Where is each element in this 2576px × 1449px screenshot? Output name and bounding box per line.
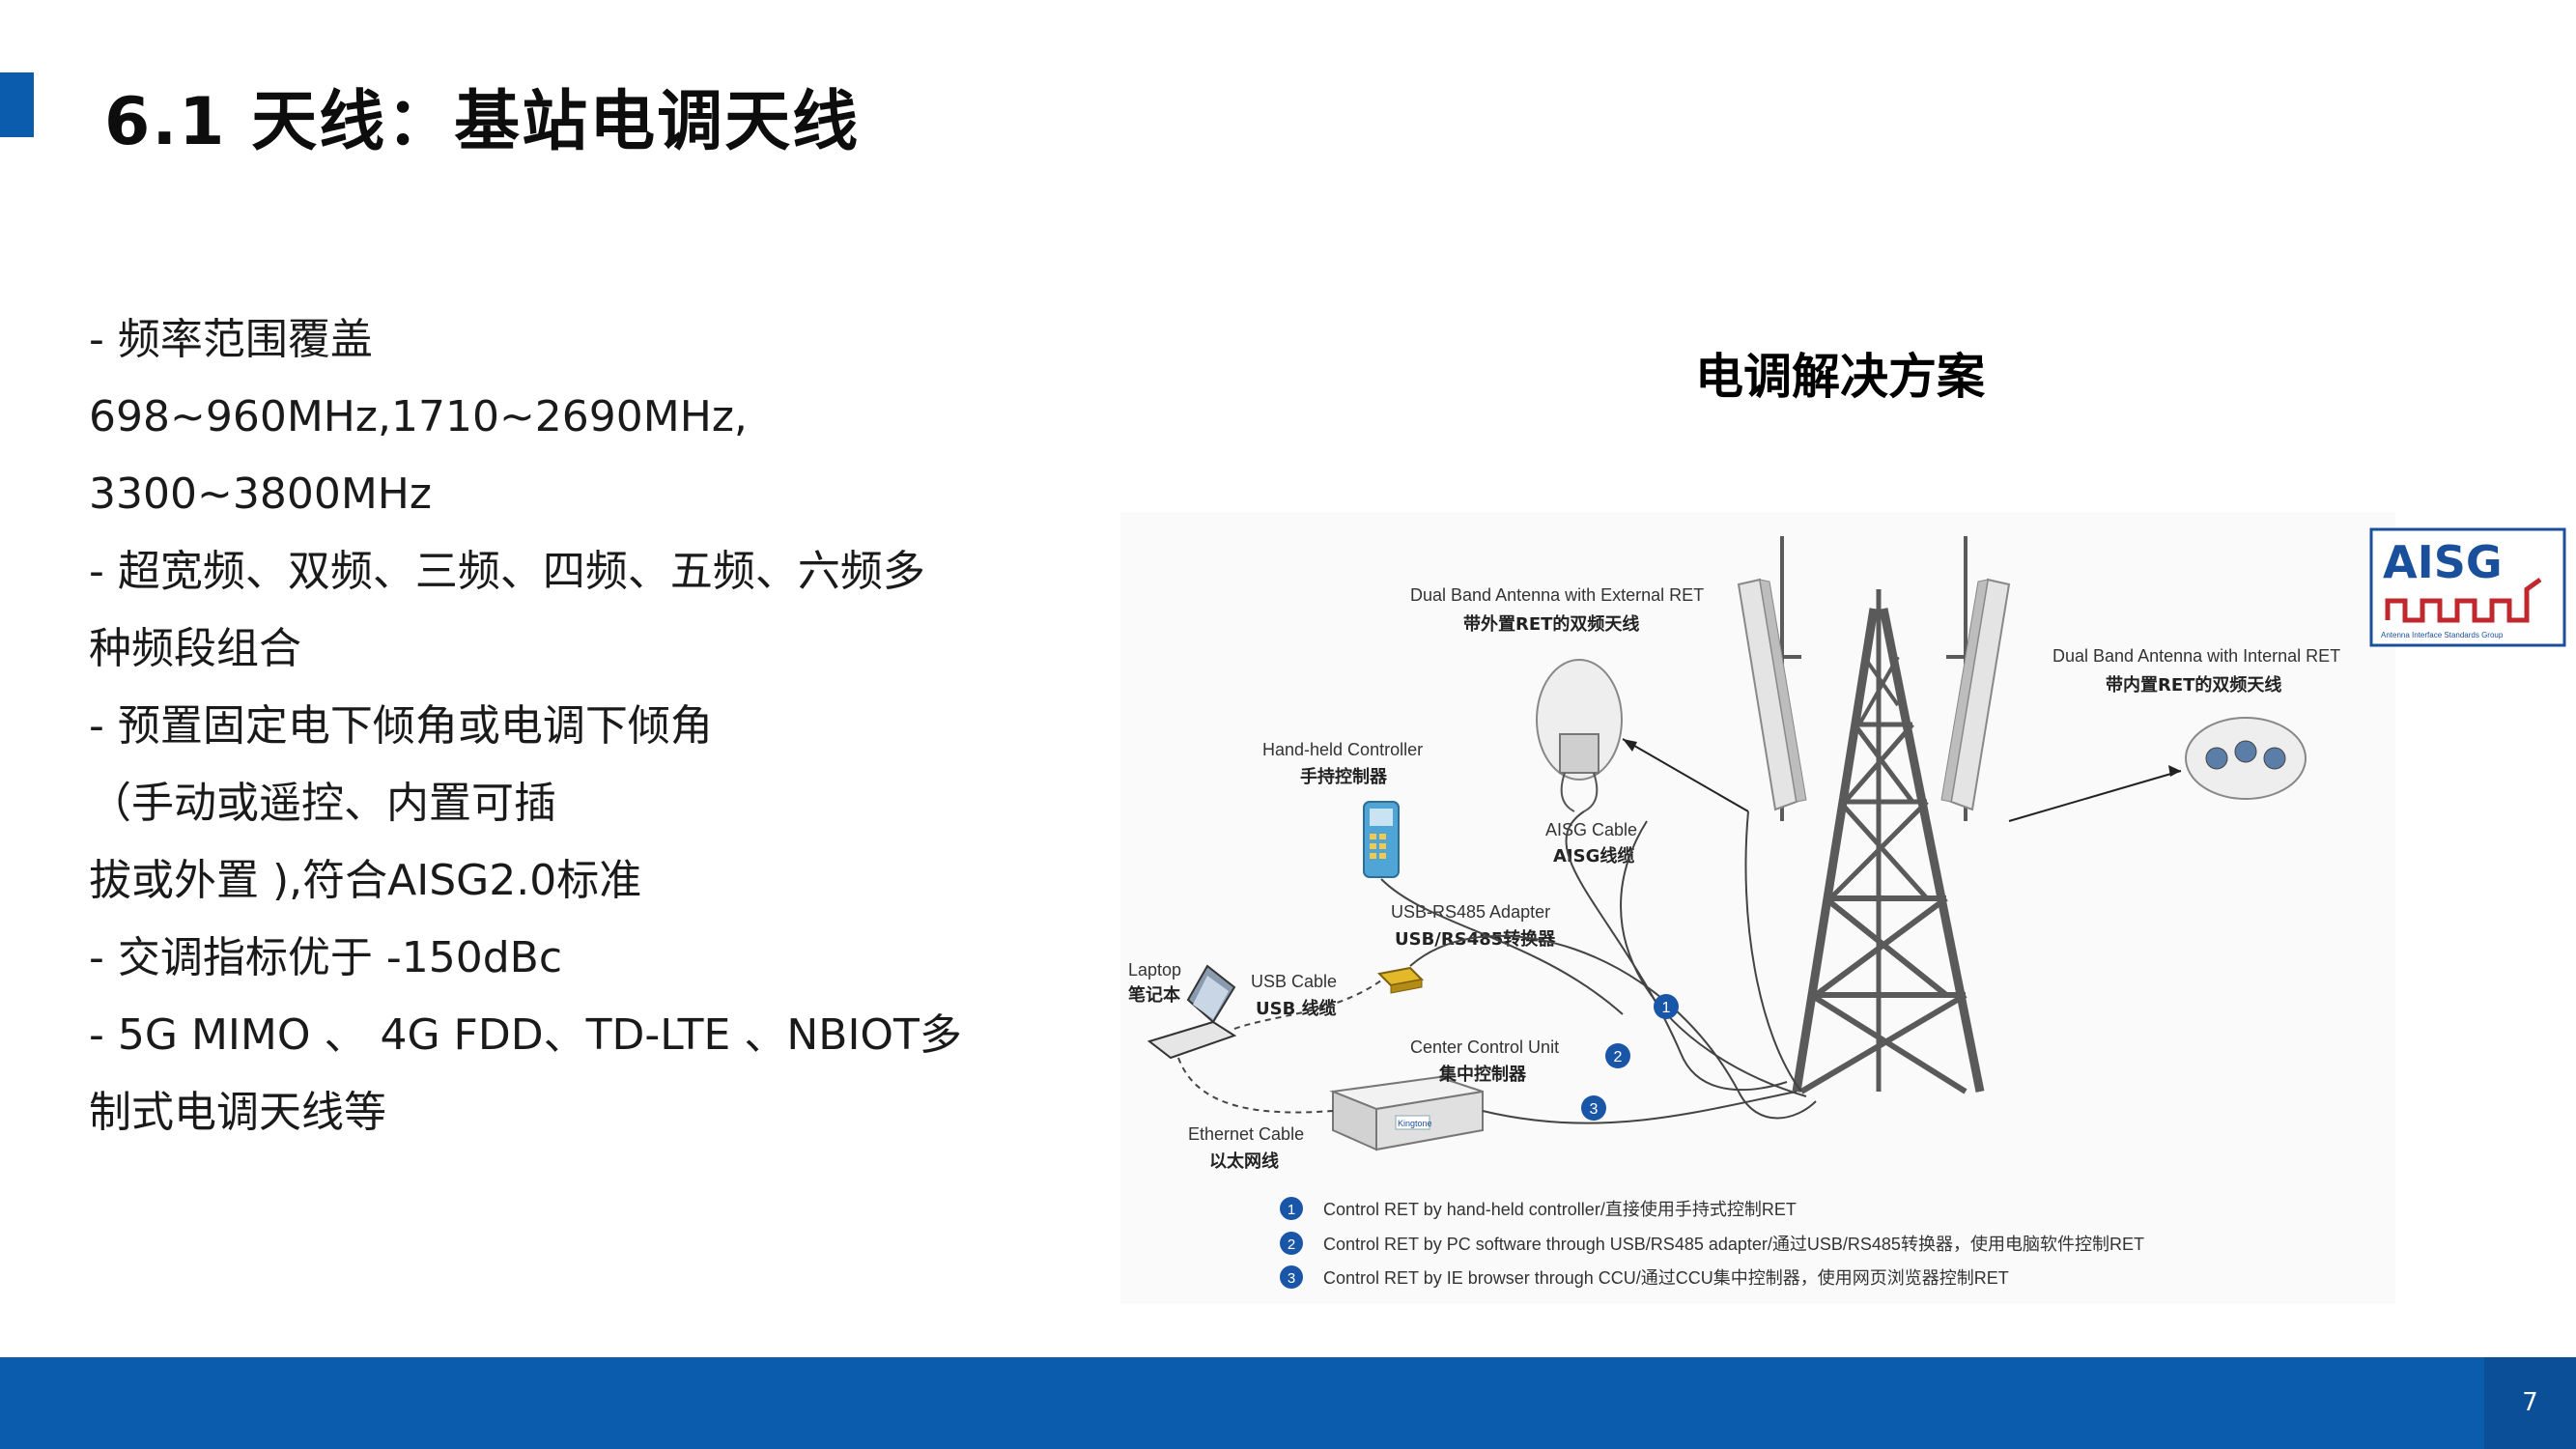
internal-ret-label-en: Dual Band Antenna with Internal RET bbox=[2052, 646, 2340, 666]
footer-bar bbox=[0, 1357, 2576, 1449]
aisg-logo-text: AISG bbox=[2383, 536, 2503, 588]
bullet-line: 3300~3800MHz bbox=[89, 469, 432, 519]
external-ret-label-cn: 带外置RET的双频天线 bbox=[1463, 613, 1639, 635]
ethernet-label-cn: 以太网线 bbox=[1209, 1151, 1279, 1172]
bullet-line: - 预置固定电下倾角或电调下倾角 bbox=[89, 701, 713, 751]
svg-text:3: 3 bbox=[1288, 1270, 1295, 1287]
ccu-label-cn: 集中控制器 bbox=[1438, 1064, 1527, 1085]
usb-rs485-label-cn: USB/RS485转换器 bbox=[1395, 928, 1556, 950]
antenna-panel-right bbox=[1940, 578, 2011, 811]
ethernet-label-en: Ethernet Cable bbox=[1188, 1124, 1304, 1144]
bullet-line: （手动或遥控、内置可插 bbox=[89, 779, 556, 828]
internal-ret-antenna bbox=[2185, 717, 2307, 800]
usb-cable-label-cn: USB 线缆 bbox=[1256, 998, 1337, 1019]
legend-text: Control RET by PC software through USB/R… bbox=[1323, 1235, 2144, 1254]
laptop-icon bbox=[1146, 964, 1237, 1060]
bullet-line: - 5G MIMO 、 4G FDD、TD-LTE 、NBIOT多 bbox=[89, 1010, 962, 1060]
cables bbox=[1177, 810, 1817, 1124]
slide-title: 6.1 天线：基站电调天线 bbox=[104, 84, 861, 160]
usb-rs485-adapter-icon bbox=[1376, 966, 1425, 994]
handheld-controller-icon bbox=[1363, 801, 1400, 878]
ccu-label-en: Center Control Unit bbox=[1410, 1037, 1559, 1057]
svg-text:2: 2 bbox=[1614, 1049, 1623, 1065]
aisg-cable-label-cn: AISG线缆 bbox=[1553, 845, 1634, 867]
svg-text:1: 1 bbox=[1662, 1000, 1671, 1016]
bullet-line: - 频率范围覆盖 bbox=[89, 315, 373, 364]
legend-item: 2 Control RET by PC software through USB… bbox=[1280, 1232, 2144, 1255]
aisg-cable-label-en: AISG Cable bbox=[1545, 820, 1637, 839]
internal-ret-label-cn: 带内置RET的双频天线 bbox=[2106, 674, 2281, 696]
aisg-logo: AISG Antenna Interface Standards Group bbox=[2369, 527, 2566, 647]
external-ret-label-en: Dual Band Antenna with External RET bbox=[1410, 585, 1704, 605]
bullet-list: - 频率范围覆盖 698~960MHz,1710~2690MHz, 3300~3… bbox=[89, 301, 1016, 1151]
tower-illustration bbox=[1763, 536, 1985, 1094]
handheld-label-cn: 手持控制器 bbox=[1300, 766, 1388, 787]
bullet-line: 拔或外置 ),符合AISG2.0标准 bbox=[89, 856, 642, 905]
usb-cable-label-en: USB Cable bbox=[1251, 972, 1337, 991]
marker-3: 3 bbox=[1581, 1095, 1606, 1121]
bullet-line: - 交调指标优于 -150dBc bbox=[89, 933, 563, 982]
legend-text: Control RET by hand-held controller/直接使用… bbox=[1323, 1200, 1797, 1219]
legend-item: 3 Control RET by IE browser through CCU/… bbox=[1280, 1265, 2009, 1289]
arrow-internal-ret bbox=[2008, 770, 2182, 822]
bullet-line: 698~960MHz,1710~2690MHz, bbox=[89, 392, 748, 441]
external-ret-antenna bbox=[1536, 659, 1623, 812]
bullet-line: - 超宽频、双频、三频、四频、五频、六频多 bbox=[89, 547, 925, 596]
laptop-label-en: Laptop bbox=[1128, 960, 1181, 980]
svg-text:1: 1 bbox=[1288, 1202, 1295, 1218]
arrow-external-ret bbox=[1622, 738, 1749, 812]
title-accent-bar bbox=[0, 72, 34, 137]
diagram-title: 电调解决方案 bbox=[1695, 349, 1985, 405]
page-number: 7 bbox=[2484, 1357, 2576, 1449]
marker-1: 1 bbox=[1654, 994, 1679, 1019]
ccu-device-icon: Kingtone bbox=[1329, 1075, 1484, 1151]
ccu-brand-text: Kingtone bbox=[1398, 1119, 1432, 1128]
laptop-label-cn: 笔记本 bbox=[1128, 984, 1180, 1006]
antenna-panel-left bbox=[1737, 578, 1807, 811]
legend: 1 Control RET by hand-held controller/直接… bbox=[1280, 1197, 2144, 1289]
aisg-logo-subtext: Antenna Interface Standards Group bbox=[2381, 631, 2504, 639]
legend-text: Control RET by IE browser through CCU/通过… bbox=[1323, 1268, 2009, 1288]
bullet-line: 制式电调天线等 bbox=[89, 1088, 386, 1137]
marker-2: 2 bbox=[1605, 1043, 1630, 1068]
legend-item: 1 Control RET by hand-held controller/直接… bbox=[1280, 1197, 1797, 1220]
ret-solution-diagram: AISG Antenna Interface Standards Group bbox=[1120, 512, 2569, 1304]
handheld-label-en: Hand-held Controller bbox=[1262, 740, 1423, 759]
usb-rs485-label-en: USB-RS485 Adapter bbox=[1391, 902, 1550, 922]
bullet-line: 种频段组合 bbox=[89, 624, 301, 673]
svg-text:3: 3 bbox=[1590, 1101, 1599, 1118]
svg-text:2: 2 bbox=[1288, 1236, 1295, 1253]
